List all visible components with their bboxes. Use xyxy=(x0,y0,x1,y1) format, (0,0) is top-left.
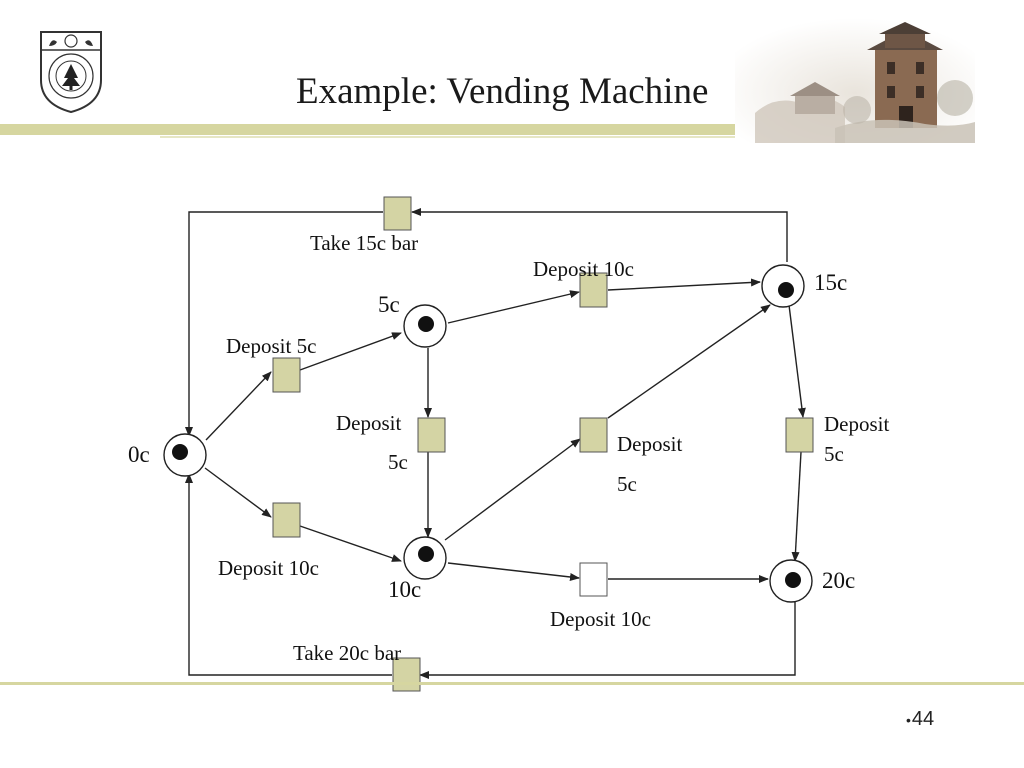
transition-deposit-10c-10c-to-20c xyxy=(579,562,608,597)
label-deposit-10c-top: Deposit 10c xyxy=(533,257,634,281)
place-label-10c: 10c xyxy=(388,577,421,602)
place-label-20c: 20c xyxy=(822,568,855,593)
label-deposit-5c-left: Deposit 5c xyxy=(226,334,316,358)
arc-0c-to-deposit5c xyxy=(205,371,272,441)
place-label-5c: 5c xyxy=(378,292,400,317)
label-deposit-10c-left: Deposit 10c xyxy=(218,556,319,580)
place-5c xyxy=(403,304,447,348)
arcs xyxy=(185,208,806,679)
label-deposit-right-line1: Deposit xyxy=(824,412,889,436)
token xyxy=(785,572,801,588)
transition-take-20c-bar xyxy=(392,657,421,692)
transition-take-15c-bar xyxy=(383,196,412,231)
token xyxy=(418,316,434,332)
label-deposit-right-line2: 5c xyxy=(824,442,844,466)
transition-deposit-5c-5c-to-10c xyxy=(417,417,446,453)
place-20c xyxy=(769,559,813,603)
page-number-value: 44 xyxy=(911,708,935,730)
transition-deposit-5c-10c-to-15c xyxy=(579,417,608,453)
token xyxy=(418,546,434,562)
place-10c xyxy=(403,536,447,580)
arc-15c-to-deposit5c xyxy=(788,304,806,418)
footer-band xyxy=(0,682,1024,685)
arc-take20c-to-0c xyxy=(185,473,392,676)
label-deposit-middle-line2: 5c xyxy=(388,450,408,474)
arc-10c-to-deposit10c xyxy=(447,562,580,581)
arc-deposit5c-to-20c xyxy=(791,451,802,562)
place-15c xyxy=(761,264,805,308)
place-label-15c: 15c xyxy=(814,270,847,295)
label-take-20c-bar: Take 20c bar xyxy=(293,641,401,665)
bullet-icon: • xyxy=(906,712,911,728)
label-deposit-diagonal-line1: Deposit xyxy=(617,432,682,456)
label-take-15c-bar: Take 15c bar xyxy=(310,231,418,255)
slide-title: Example: Vending Machine xyxy=(296,71,709,112)
header-band-thin xyxy=(160,136,735,138)
transition-deposit-5c-15c-to-20c xyxy=(785,417,814,453)
arc-deposit10c-to-10c xyxy=(299,525,402,562)
transition-deposit-10c-0c-to-10c xyxy=(272,502,301,538)
place-0c xyxy=(163,433,207,477)
place-label-0c: 0c xyxy=(128,442,150,467)
transition-deposit-5c-0c-to-5c xyxy=(272,357,301,393)
token xyxy=(778,282,794,298)
arc-take15c-to-0c xyxy=(185,211,383,437)
arc-15c-to-take15c xyxy=(411,208,788,262)
nanjing-university-logo xyxy=(40,31,102,114)
transition-deposit-10c-5c-to-15c xyxy=(579,272,608,308)
arc-deposit5c-to-15c xyxy=(607,304,771,419)
arc-deposit10c-to-15c xyxy=(607,278,761,291)
header-band xyxy=(0,124,735,135)
arc-5c-to-deposit10c xyxy=(447,290,580,324)
arc-deposit5c-to-5c xyxy=(299,332,402,371)
label-deposit-10c-bottom: Deposit 10c xyxy=(550,607,651,631)
building-picture xyxy=(735,18,975,143)
label-deposit-middle-line1: Deposit xyxy=(336,411,401,435)
arc-0c-to-deposit10c xyxy=(204,467,272,518)
token xyxy=(172,444,188,460)
arc-20c-to-take20c xyxy=(419,602,796,679)
page-number: •44 xyxy=(906,708,934,731)
arc-10c-to-deposit5c xyxy=(444,438,581,541)
label-deposit-diagonal-line2: 5c xyxy=(617,472,637,496)
